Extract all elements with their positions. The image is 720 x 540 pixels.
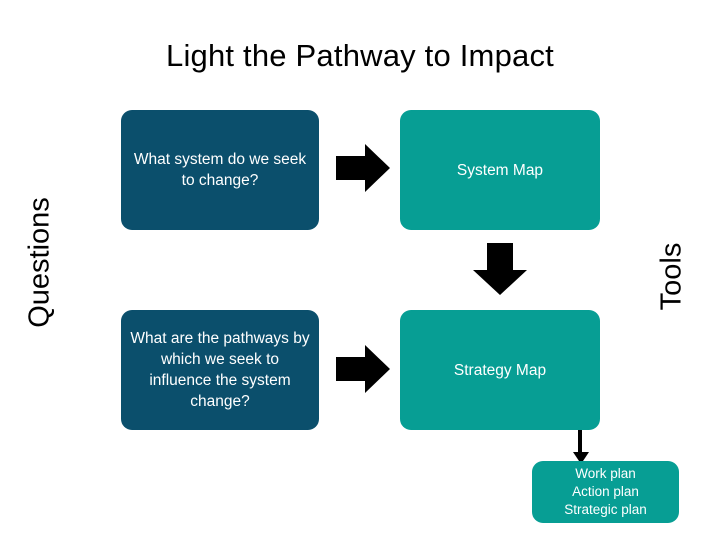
column-label-questions: Questions [23,197,56,328]
question-box-1[interactable]: What system do we seek to change? [121,110,319,230]
arrow-right-icon [336,144,390,192]
plan-line-action: Action plan [572,484,639,499]
tool-box-system-map[interactable]: System Map [400,110,600,230]
plan-line-work: Work plan [575,466,636,481]
arrow-down-icon [473,243,527,295]
tool-box-strategy-map[interactable]: Strategy Map [400,310,600,430]
column-label-tools: Tools [655,242,688,311]
page-title: Light the Pathway to Impact [166,38,554,73]
plan-line-strategic: Strategic plan [564,502,647,517]
arrow-down-thin-icon [568,430,594,464]
question-box-2[interactable]: What are the pathways by which we seek t… [121,310,319,430]
arrow-right-icon-2 [336,345,390,393]
plans-box[interactable]: Work plan Action plan Strategic plan [532,461,679,523]
